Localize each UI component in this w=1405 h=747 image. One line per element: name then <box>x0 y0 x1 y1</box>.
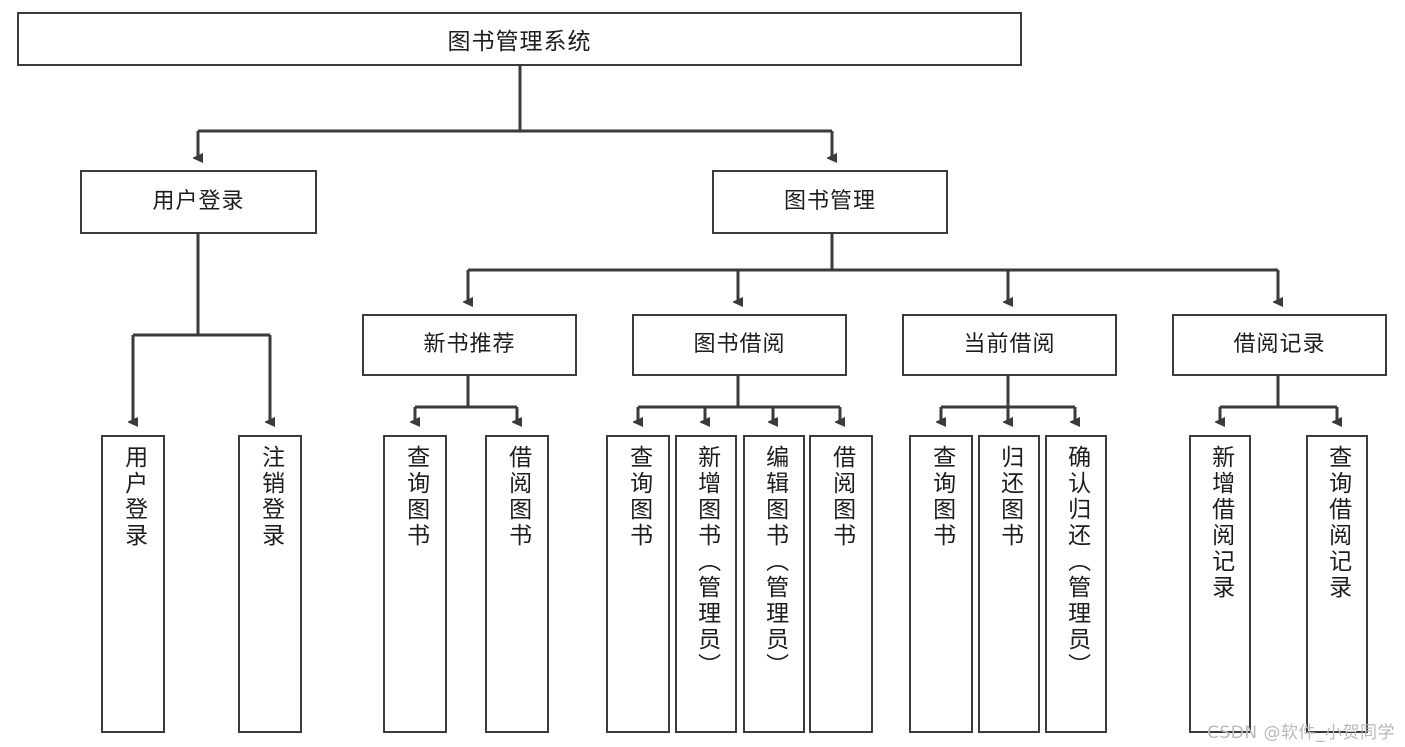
node-leaf-query-book-3[interactable]: 查询图书 <box>909 435 973 733</box>
node-book-borrow-label: 图书借阅 <box>693 332 786 357</box>
node-user-login[interactable]: 用户登录 <box>80 170 317 234</box>
node-leaf-query-book-3-label: 查询图书 <box>928 445 955 549</box>
node-leaf-query-book-2[interactable]: 查询图书 <box>606 435 670 733</box>
node-leaf-return-book[interactable]: 归还图书 <box>978 435 1040 733</box>
node-user-login-label: 用户登录 <box>152 189 245 214</box>
node-current-borrow[interactable]: 当前借阅 <box>902 314 1117 376</box>
node-leaf-logout-label: 注销登录 <box>257 445 284 549</box>
node-leaf-borrow-book-2-label: 借阅图书 <box>828 445 855 549</box>
node-borrow-record-label: 借阅记录 <box>1233 332 1326 357</box>
watermark: CSDN @软件_小贺同学 <box>1207 723 1395 743</box>
node-leaf-edit-book-label: 编辑图书（管理员） <box>761 445 788 679</box>
node-borrow-record[interactable]: 借阅记录 <box>1172 314 1387 376</box>
node-new-book-recommend-label: 新书推荐 <box>423 332 516 357</box>
node-leaf-return-book-label: 归还图书 <box>996 445 1023 549</box>
node-leaf-query-book-1[interactable]: 查询图书 <box>383 435 447 733</box>
node-leaf-user-login-label: 用户登录 <box>120 445 147 549</box>
node-current-borrow-label: 当前借阅 <box>963 332 1056 357</box>
node-leaf-user-login[interactable]: 用户登录 <box>101 435 165 733</box>
node-leaf-add-record-label: 新增借阅记录 <box>1207 445 1234 601</box>
node-leaf-confirm-return-label: 确认归还（管理员） <box>1063 445 1090 679</box>
node-leaf-query-book-1-label: 查询图书 <box>402 445 429 549</box>
node-leaf-query-record[interactable]: 查询借阅记录 <box>1306 435 1368 733</box>
node-leaf-add-book[interactable]: 新增图书（管理员） <box>675 435 737 733</box>
node-leaf-borrow-book-1-label: 借阅图书 <box>504 445 531 549</box>
node-book-manage-label: 图书管理 <box>783 189 876 214</box>
node-leaf-edit-book[interactable]: 编辑图书（管理员） <box>743 435 805 733</box>
node-leaf-borrow-book-2[interactable]: 借阅图书 <box>809 435 873 733</box>
node-new-book-recommend[interactable]: 新书推荐 <box>362 314 577 376</box>
node-book-borrow[interactable]: 图书借阅 <box>632 314 847 376</box>
node-root-label: 图书管理系统 <box>447 29 592 55</box>
node-leaf-query-record-label: 查询借阅记录 <box>1324 445 1351 601</box>
node-leaf-confirm-return[interactable]: 确认归还（管理员） <box>1045 435 1107 733</box>
node-root[interactable]: 图书管理系统 <box>17 12 1022 66</box>
node-book-manage[interactable]: 图书管理 <box>712 170 948 234</box>
node-leaf-add-book-label: 新增图书（管理员） <box>693 445 720 679</box>
node-leaf-add-record[interactable]: 新增借阅记录 <box>1189 435 1251 733</box>
node-leaf-logout[interactable]: 注销登录 <box>238 435 302 733</box>
node-leaf-borrow-book-1[interactable]: 借阅图书 <box>485 435 549 733</box>
node-leaf-query-book-2-label: 查询图书 <box>625 445 652 549</box>
